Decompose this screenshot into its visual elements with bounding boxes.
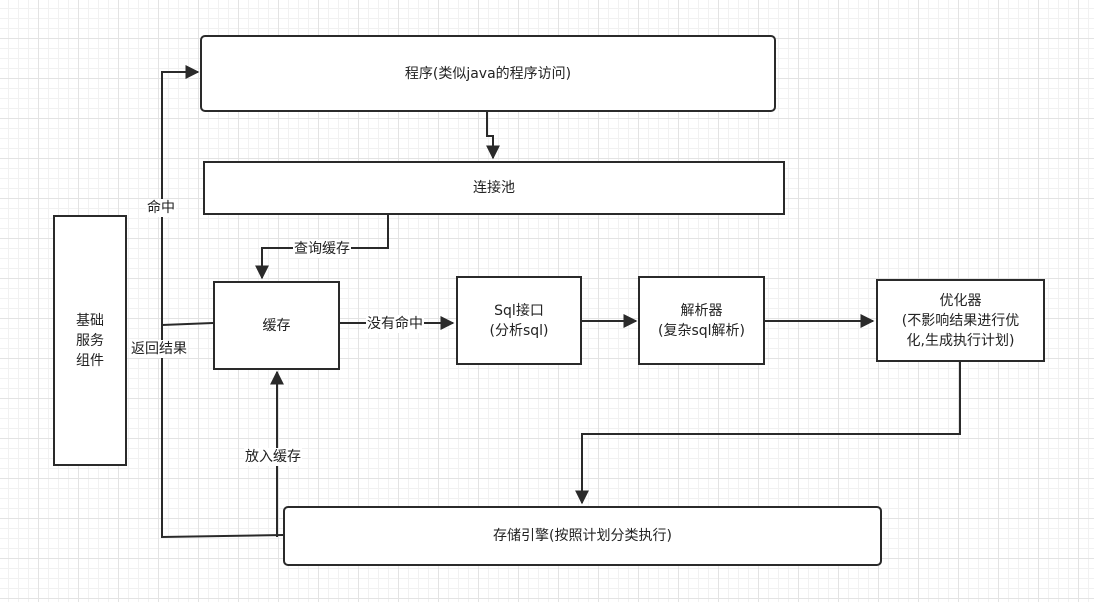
optimizer-label: 优化器 (不影响结果进行优 化,生成执行计划) bbox=[901, 292, 1020, 349]
parser-label: 解析器 (复杂sql解析) bbox=[658, 302, 745, 339]
sql-interface-label: Sql接口 (分析sql) bbox=[489, 302, 549, 339]
edge-optimizer-to-storage bbox=[575, 362, 961, 505]
cache-node: 缓存 bbox=[213, 281, 340, 370]
sql-interface-node: Sql接口 (分析sql) bbox=[456, 276, 582, 365]
program-node: 程序(类似java的程序访问) bbox=[200, 35, 776, 112]
program-label: 程序(类似java的程序访问) bbox=[404, 65, 572, 82]
connection-pool-node: 连接池 bbox=[203, 161, 785, 215]
base-services-label: 基础 服务 组件 bbox=[76, 312, 104, 369]
base-services-node: 基础 服务 组件 bbox=[53, 215, 127, 466]
cache-label: 缓存 bbox=[262, 317, 291, 334]
edge-cache-hit bbox=[161, 322, 214, 326]
storage-engine-node: 存储引擎(按照计划分类执行) bbox=[283, 506, 882, 566]
edge-label-return-result: 返回结果 bbox=[130, 340, 188, 358]
connection-pool-label: 连接池 bbox=[473, 180, 515, 196]
edge-label-miss: 没有命中 bbox=[366, 315, 424, 333]
edge-label-put-cache: 放入缓存 bbox=[244, 448, 302, 466]
edge-label-hit: 命中 bbox=[146, 199, 176, 217]
optimizer-node: 优化器 (不影响结果进行优 化,生成执行计划) bbox=[876, 279, 1045, 362]
edge-program-to-pool bbox=[486, 112, 500, 160]
edge-label-query-cache: 查询缓存 bbox=[293, 240, 351, 258]
edge-storage-return bbox=[161, 65, 284, 539]
parser-node: 解析器 (复杂sql解析) bbox=[638, 276, 765, 365]
storage-engine-label: 存储引擎(按照计划分类执行) bbox=[493, 528, 672, 544]
